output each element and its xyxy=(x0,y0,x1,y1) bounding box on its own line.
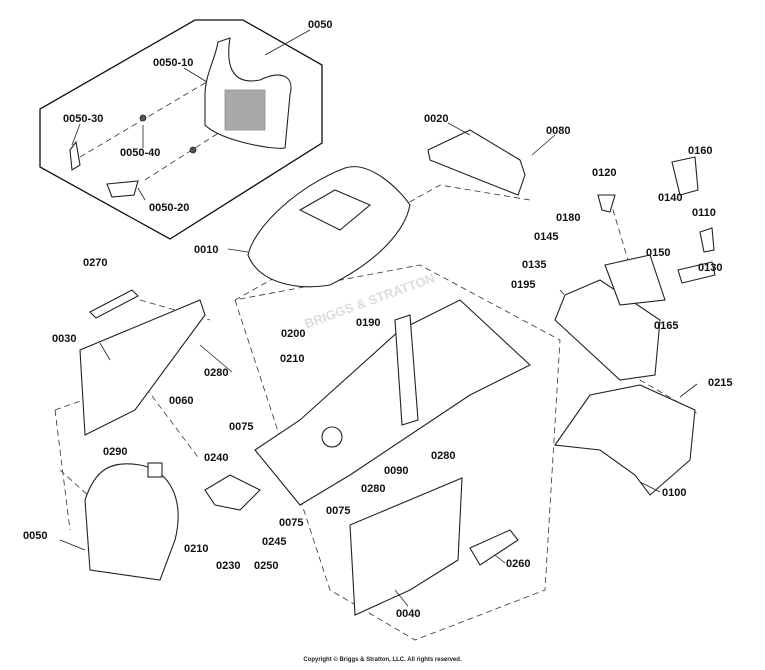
dash-panel-0020 xyxy=(427,129,526,196)
callout: 0190 xyxy=(356,317,380,329)
callout: 0040 xyxy=(396,608,420,620)
side-panel-0040 xyxy=(349,477,463,616)
frame xyxy=(254,299,531,506)
callout: 0050-30 xyxy=(63,113,103,125)
callout: 0290 xyxy=(103,446,127,458)
dash-0135 xyxy=(554,279,661,381)
panel-0270 xyxy=(89,289,139,319)
callout: 0120 xyxy=(592,167,616,179)
callout: 0230 xyxy=(216,560,240,572)
lever-0110 xyxy=(699,227,715,253)
callout: 0160 xyxy=(688,145,712,157)
detail-box-0050 xyxy=(39,19,323,240)
callout: 0215 xyxy=(708,377,732,389)
callout: 0110 xyxy=(692,207,716,219)
callout: 0020 xyxy=(424,113,448,125)
leader-lines xyxy=(59,29,698,607)
callout: 0150 xyxy=(646,247,670,259)
hood-grille-detail xyxy=(69,37,292,198)
lever-0120 xyxy=(597,194,616,213)
callout: 0240 xyxy=(204,452,228,464)
callout: 0050 xyxy=(308,19,332,31)
callout: 0180 xyxy=(556,212,580,224)
callout: 0280 xyxy=(431,450,455,462)
callout: 0060 xyxy=(169,395,193,407)
frame-hole xyxy=(321,426,343,448)
callout: 0080 xyxy=(546,125,570,137)
callout: 0245 xyxy=(262,536,286,548)
callout: 0075 xyxy=(229,421,253,433)
grille-insert-0290 xyxy=(147,462,163,478)
callout: 0100 xyxy=(662,487,686,499)
callout: 0195 xyxy=(511,279,535,291)
bracket-0240 xyxy=(204,474,261,511)
callout: 0030 xyxy=(52,333,76,345)
callout-labels: 0050 0050-10 0050-30 0050-40 0050-20 002… xyxy=(23,19,732,620)
knob-0160 xyxy=(671,156,699,196)
callout: 0050-40 xyxy=(120,147,160,159)
rear-fender-0100 xyxy=(554,384,696,496)
callout: 0210 xyxy=(280,353,304,365)
panel-0260 xyxy=(469,529,519,566)
callout: 0130 xyxy=(698,262,722,274)
copyright-footer: Copyright © Briggs & Stratton, LLC. All … xyxy=(303,657,462,663)
callout: 0050 xyxy=(23,530,47,542)
callout: 0145 xyxy=(534,231,558,243)
callout: 0210 xyxy=(184,543,208,555)
callout: 0090 xyxy=(384,465,408,477)
callout: 0250 xyxy=(254,560,278,572)
part-0165 xyxy=(604,254,666,306)
callout: 0270 xyxy=(83,257,107,269)
side-panel-0030 xyxy=(79,299,206,436)
callout: 0260 xyxy=(506,558,530,570)
callout: 0165 xyxy=(654,320,678,332)
callout: 0200 xyxy=(281,328,305,340)
hood-0010 xyxy=(247,166,411,288)
hood-vent xyxy=(298,189,372,231)
panel-0130 xyxy=(677,261,716,284)
callout: 0280 xyxy=(361,483,385,495)
callout: 0140 xyxy=(658,192,682,204)
callout: 0075 xyxy=(326,505,350,517)
steering-column-0190 xyxy=(394,314,419,426)
grille-0050 xyxy=(84,463,179,581)
callout: 0280 xyxy=(204,367,228,379)
callout: 0135 xyxy=(522,259,546,271)
callout: 0010 xyxy=(194,244,218,256)
callout: 0075 xyxy=(279,517,303,529)
callout: 0050-20 xyxy=(149,202,189,214)
callout: 0050-10 xyxy=(153,57,193,69)
